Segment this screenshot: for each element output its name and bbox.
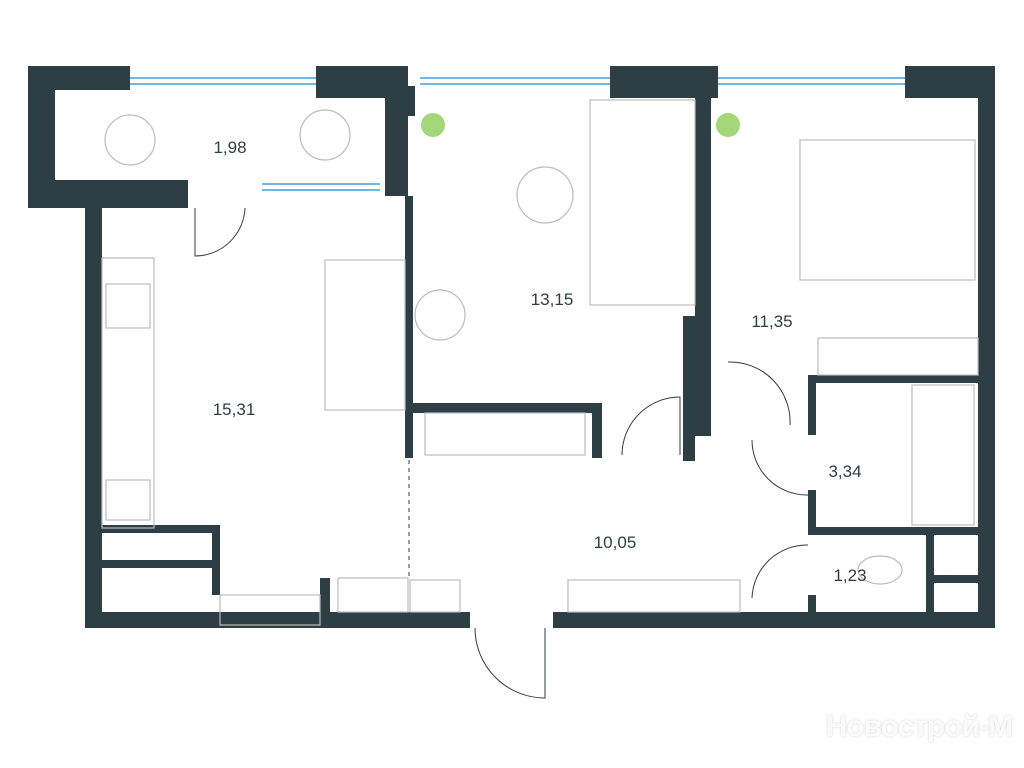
room-area-living-room: 13,15 xyxy=(530,290,574,309)
watermark: Новострой-М xyxy=(825,710,1013,743)
walls xyxy=(28,66,995,628)
furniture xyxy=(101,99,979,626)
doors xyxy=(194,207,809,699)
room-area-bedroom: 11,35 xyxy=(751,312,793,331)
windows xyxy=(130,77,905,191)
room-area-bathroom: 3,34 xyxy=(828,462,862,481)
room-area-hallway: 10,05 xyxy=(593,533,637,552)
room-area-toilet: 1,23 xyxy=(833,566,867,585)
room-area-balcony: 1,98 xyxy=(213,138,247,157)
plants xyxy=(421,113,740,137)
room-area-kitchen: 15,31 xyxy=(212,400,256,419)
